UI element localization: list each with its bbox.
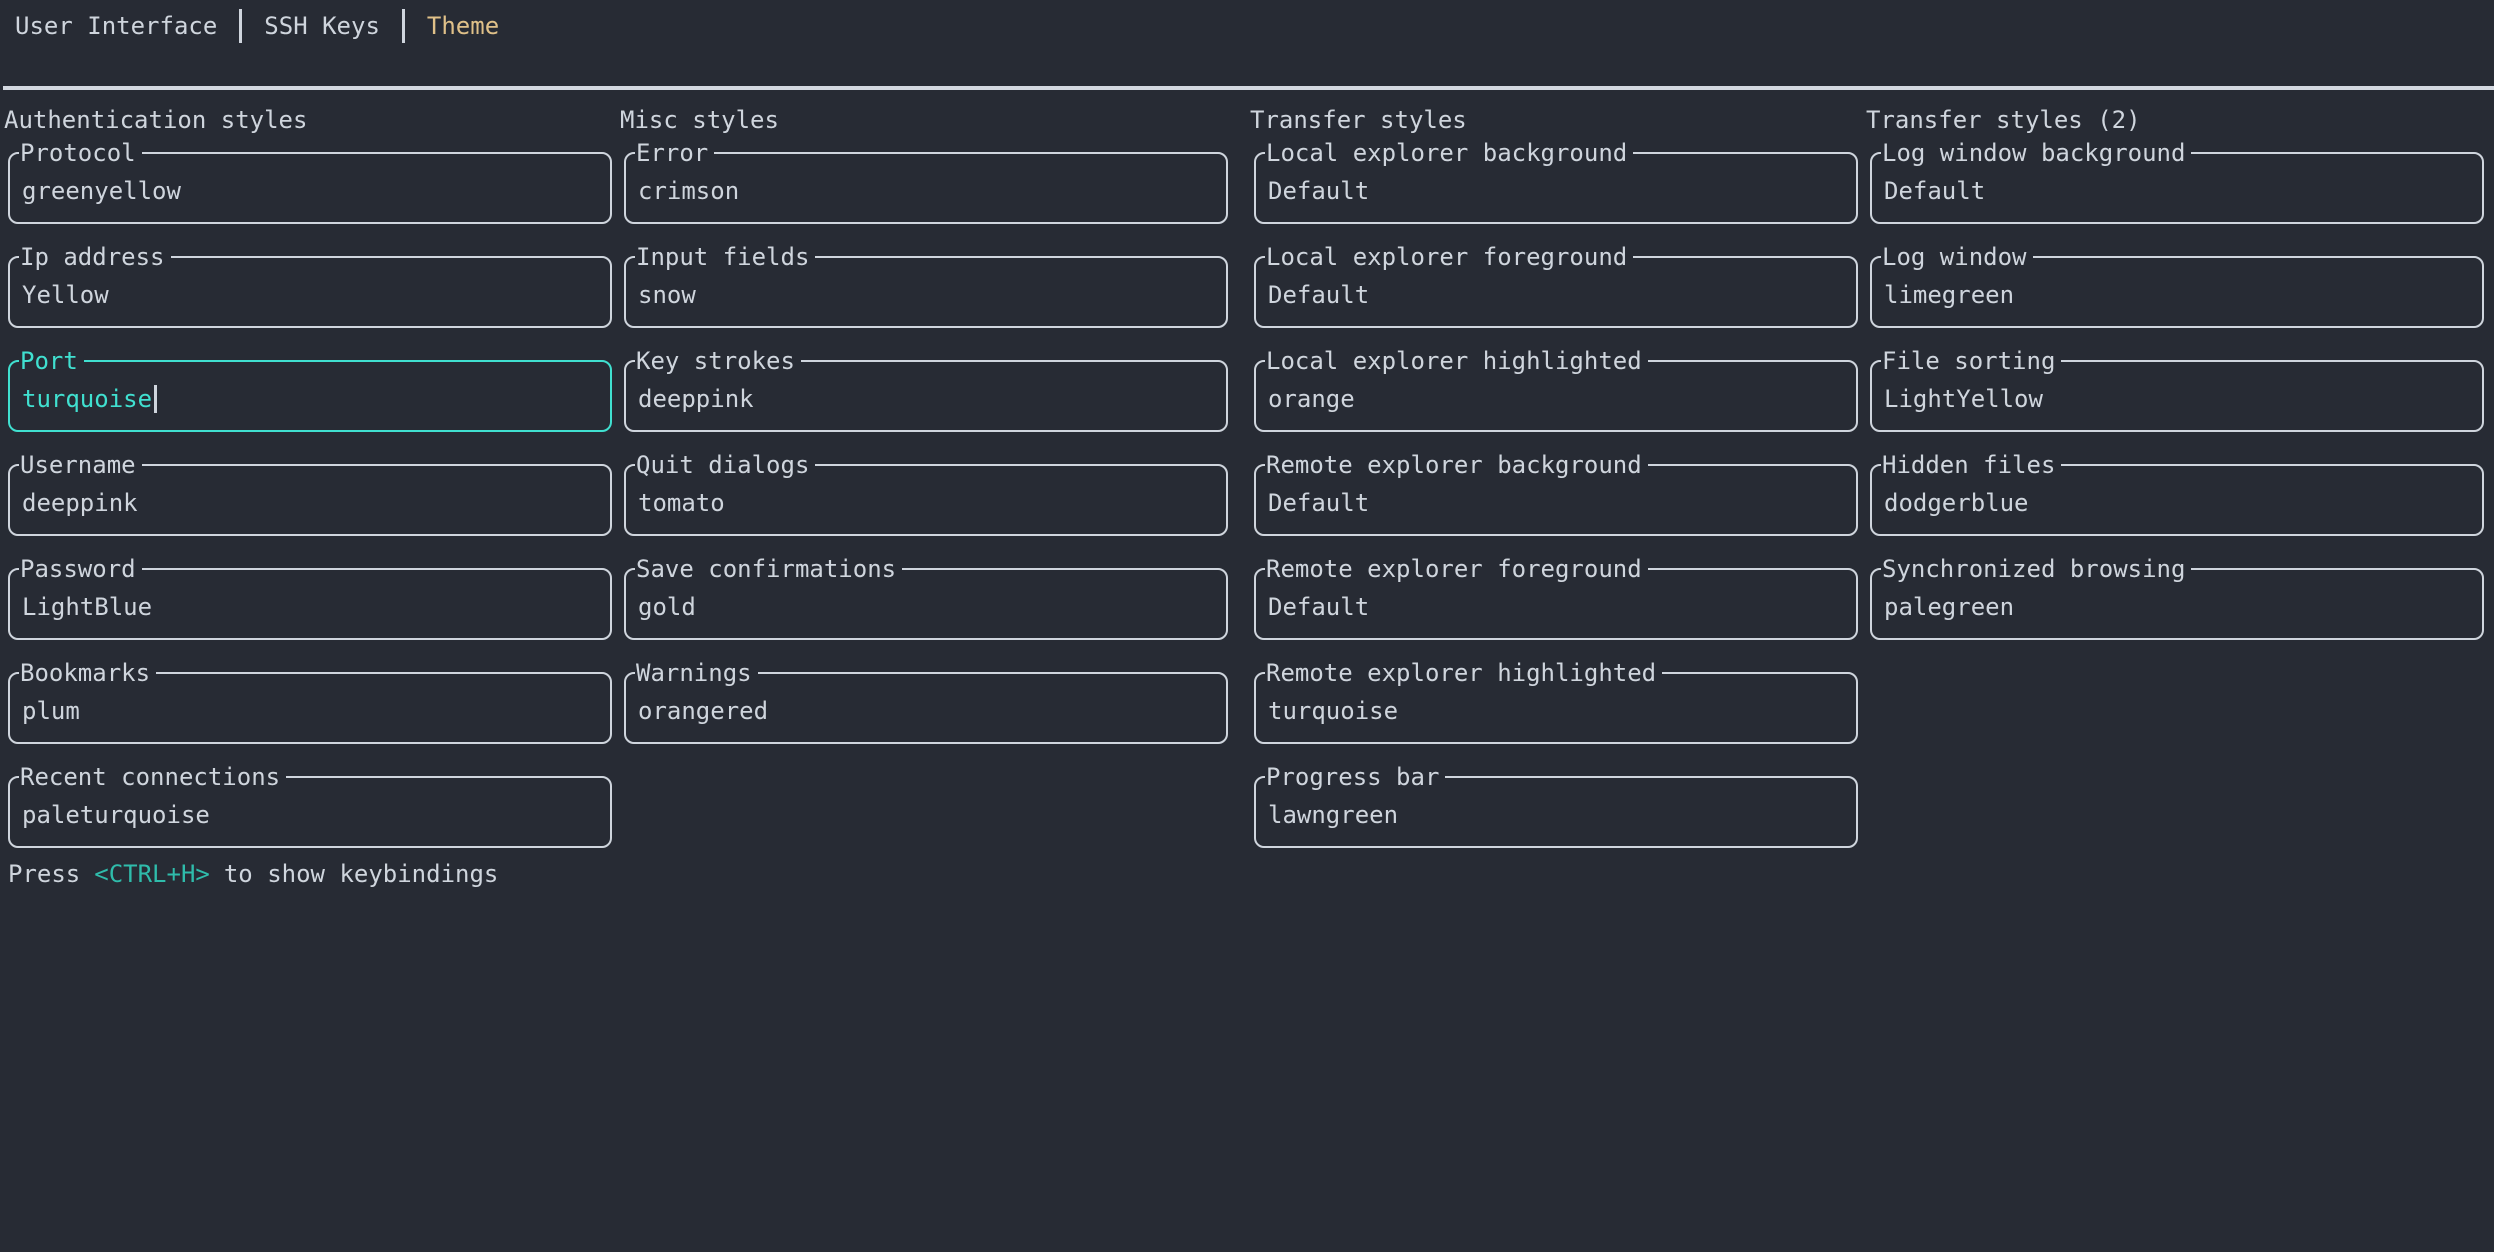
field-recent-connections[interactable]: Recent connections paleturquoise bbox=[8, 762, 612, 848]
tab-separator bbox=[239, 9, 243, 43]
field-value: LightBlue bbox=[22, 593, 153, 621]
field-value: Default bbox=[1268, 593, 1370, 621]
field-label: Log window background bbox=[1881, 138, 2192, 168]
field-value: snow bbox=[638, 281, 696, 309]
field-label: Input fields bbox=[635, 242, 816, 272]
divider-line bbox=[3, 86, 2494, 90]
field-label: Recent connections bbox=[19, 762, 287, 792]
field-label: Port bbox=[19, 346, 84, 376]
field-value: turquoise bbox=[22, 385, 153, 413]
tab-bar: User Interface SSH Keys Theme bbox=[15, 8, 499, 44]
field-value: gold bbox=[638, 593, 696, 621]
field-value: plum bbox=[22, 697, 80, 725]
field-value: Default bbox=[1268, 281, 1370, 309]
field-label: Remote explorer background bbox=[1265, 450, 1648, 480]
field-value: paleturquoise bbox=[22, 801, 210, 829]
field-value: LightYellow bbox=[1884, 385, 2043, 413]
column-authentication-styles: Authentication styles Protocol greenyell… bbox=[4, 106, 612, 880]
field-label: Synchronized browsing bbox=[1881, 554, 2192, 584]
field-label: Remote explorer highlighted bbox=[1265, 658, 1663, 688]
tab-theme[interactable]: Theme bbox=[426, 12, 500, 40]
field-value: limegreen bbox=[1884, 281, 2015, 309]
field-remote-explorer-foreground[interactable]: Remote explorer foreground Default bbox=[1254, 554, 1858, 640]
tab-ssh-keys[interactable]: SSH Keys bbox=[264, 12, 380, 40]
field-port[interactable]: Port turquoise bbox=[8, 346, 612, 432]
column-misc-styles: Misc styles Error crimson Input fields s… bbox=[620, 106, 1228, 776]
field-label: Username bbox=[19, 450, 142, 480]
field-value: Default bbox=[1268, 177, 1370, 205]
field-password[interactable]: Password LightBlue bbox=[8, 554, 612, 640]
field-label: Password bbox=[19, 554, 142, 584]
field-username[interactable]: Username deeppink bbox=[8, 450, 612, 536]
field-file-sorting[interactable]: File sorting LightYellow bbox=[1870, 346, 2484, 432]
field-remote-explorer-highlighted[interactable]: Remote explorer highlighted turquoise bbox=[1254, 658, 1858, 744]
column-header: Authentication styles bbox=[4, 106, 308, 134]
field-label: Log window bbox=[1881, 242, 2033, 272]
field-value: crimson bbox=[638, 177, 740, 205]
field-label: Hidden files bbox=[1881, 450, 2062, 480]
hint-prefix: Press bbox=[8, 860, 81, 888]
field-local-explorer-background[interactable]: Local explorer background Default bbox=[1254, 138, 1858, 224]
field-quit-dialogs[interactable]: Quit dialogs tomato bbox=[624, 450, 1228, 536]
field-local-explorer-foreground[interactable]: Local explorer foreground Default bbox=[1254, 242, 1858, 328]
field-value: lawngreen bbox=[1268, 801, 1399, 829]
field-value: orange bbox=[1268, 385, 1355, 413]
field-label: Local explorer foreground bbox=[1265, 242, 1634, 272]
field-warnings[interactable]: Warnings orangered bbox=[624, 658, 1228, 744]
column-transfer-styles-2: Transfer styles (2) Log window backgroun… bbox=[1866, 106, 2484, 672]
field-label: File sorting bbox=[1881, 346, 2062, 376]
field-label: Key strokes bbox=[635, 346, 801, 376]
field-value: greenyellow bbox=[22, 177, 181, 205]
field-log-window[interactable]: Log window limegreen bbox=[1870, 242, 2484, 328]
field-value: deeppink bbox=[638, 385, 754, 413]
field-value: dodgerblue bbox=[1884, 489, 2029, 517]
field-label: Ip address bbox=[19, 242, 171, 272]
field-label: Error bbox=[635, 138, 715, 168]
field-label: Save confirmations bbox=[635, 554, 903, 584]
tab-user-interface[interactable]: User Interface bbox=[15, 12, 218, 40]
field-progress-bar[interactable]: Progress bar lawngreen bbox=[1254, 762, 1858, 848]
field-key-strokes[interactable]: Key strokes deeppink bbox=[624, 346, 1228, 432]
field-value: turquoise bbox=[1268, 697, 1399, 725]
column-header: Transfer styles bbox=[1250, 106, 1467, 134]
tab-separator bbox=[401, 9, 405, 43]
text-cursor bbox=[154, 385, 158, 413]
hint-hotkey: <CTRL+H> bbox=[94, 860, 210, 888]
field-error[interactable]: Error crimson bbox=[624, 138, 1228, 224]
field-label: Protocol bbox=[19, 138, 142, 168]
field-label: Remote explorer foreground bbox=[1265, 554, 1648, 584]
field-label: Local explorer background bbox=[1265, 138, 1634, 168]
field-protocol[interactable]: Protocol greenyellow bbox=[8, 138, 612, 224]
field-save-confirmations[interactable]: Save confirmations gold bbox=[624, 554, 1228, 640]
field-log-window-background[interactable]: Log window background Default bbox=[1870, 138, 2484, 224]
column-header: Transfer styles (2) bbox=[1866, 106, 2141, 134]
field-value: palegreen bbox=[1884, 593, 2015, 621]
field-value: Default bbox=[1268, 489, 1370, 517]
field-value: Yellow bbox=[22, 281, 109, 309]
column-transfer-styles: Transfer styles Local explorer backgroun… bbox=[1250, 106, 1858, 880]
field-synchronized-browsing[interactable]: Synchronized browsing palegreen bbox=[1870, 554, 2484, 640]
field-input-fields[interactable]: Input fields snow bbox=[624, 242, 1228, 328]
field-value: tomato bbox=[638, 489, 725, 517]
field-value: orangered bbox=[638, 697, 769, 725]
field-ip-address[interactable]: Ip address Yellow bbox=[8, 242, 612, 328]
field-label: Quit dialogs bbox=[635, 450, 816, 480]
field-label: Progress bar bbox=[1265, 762, 1446, 792]
field-value: deeppink bbox=[22, 489, 138, 517]
field-value: Default bbox=[1884, 177, 1986, 205]
field-local-explorer-highlighted[interactable]: Local explorer highlighted orange bbox=[1254, 346, 1858, 432]
field-bookmarks[interactable]: Bookmarks plum bbox=[8, 658, 612, 744]
field-label: Bookmarks bbox=[19, 658, 157, 688]
field-label: Warnings bbox=[635, 658, 758, 688]
field-label: Local explorer highlighted bbox=[1265, 346, 1648, 376]
hint-suffix: to show keybindings bbox=[223, 860, 499, 888]
keybindings-hint: Press <CTRL+H> to show keybindings bbox=[8, 860, 498, 888]
column-header: Misc styles bbox=[620, 106, 779, 134]
field-remote-explorer-background[interactable]: Remote explorer background Default bbox=[1254, 450, 1858, 536]
field-hidden-files[interactable]: Hidden files dodgerblue bbox=[1870, 450, 2484, 536]
